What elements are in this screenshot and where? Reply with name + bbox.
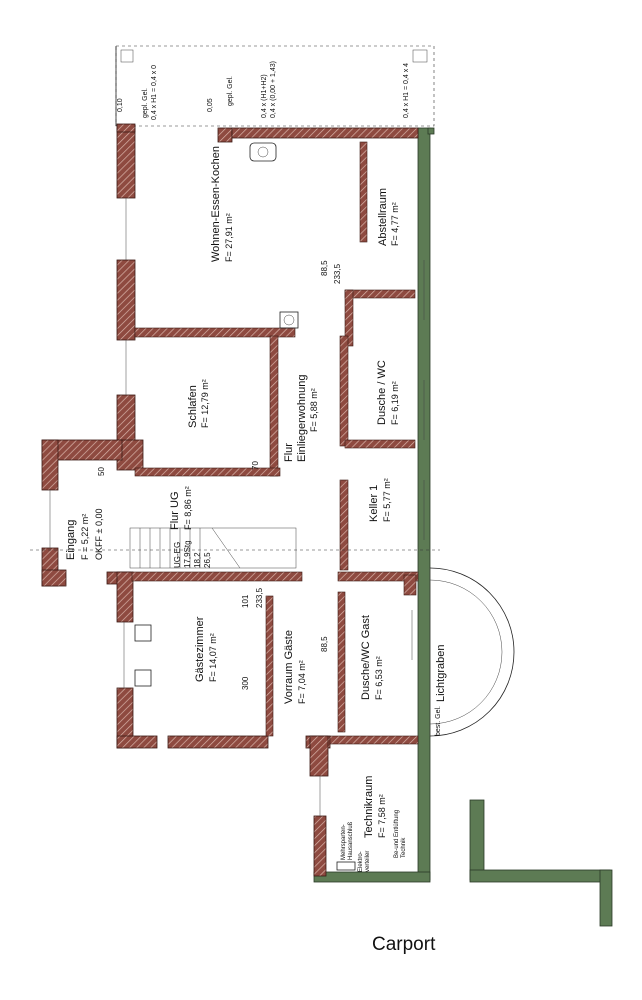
room-name-dusche-gast: Dusche/WC Gast <box>360 615 372 700</box>
room-name-abstellraum: Abstellraum <box>377 188 389 246</box>
top-note-3: 0,05 <box>207 98 214 112</box>
room-area-flur: F= 5,88 m² <box>309 388 319 432</box>
dim-7: 88,5 <box>320 636 329 652</box>
room-area-dusche-gast: F= 6,53 m² <box>374 656 384 700</box>
tech-note-1: Hausanschluß <box>348 821 354 860</box>
tech-note-3: verteiler <box>365 851 371 872</box>
fixtures <box>134 142 356 871</box>
room-area-keller: F= 5,77 m² <box>382 478 392 522</box>
room-name-schlafen: Schlafen <box>187 385 199 428</box>
dim-4: 101 <box>241 594 250 608</box>
room-name-flur-ug: Flur UG <box>169 492 181 531</box>
okff-label: OKFF ± 0,00 <box>94 509 104 560</box>
room-area-technik: F= 7,58 m² <box>377 794 387 838</box>
top-note-1: gepl. Gel. <box>142 88 149 118</box>
top-note-0: 0,10 <box>117 98 124 112</box>
tech-note-2: Elektro- <box>358 851 364 872</box>
room-name-wohnen: Wohnen-Essen-Kochen <box>210 146 222 262</box>
lichtgraben-label: Lichtgraben <box>435 645 447 703</box>
room-labels: Wohnen-Essen-Kochen F= 27,91 m² Abstellr… <box>65 61 447 872</box>
windows <box>49 198 425 816</box>
carport-walls <box>469 799 613 927</box>
dim-6: 233,5 <box>255 587 264 608</box>
room-name-dusche: Dusche / WC <box>376 360 388 425</box>
room-name-vorraum: Vorraum Gäste <box>283 630 295 704</box>
room-area-abstellraum: F= 4,77 m² <box>390 202 400 246</box>
exterior-walls-brick <box>41 123 419 877</box>
room-area-schlafen: F= 12,79 m² <box>200 379 210 428</box>
dim-2: 70 <box>251 461 260 470</box>
room-area-dusche: F= 6,19 m² <box>390 381 400 425</box>
top-note-5: 0,4 x (H1+H2) <box>261 74 268 118</box>
tech-note-4: Be-und Entlüftung <box>394 810 400 858</box>
room-name-flur: Flur <box>283 443 295 462</box>
room-name-technik: Technikraum <box>363 776 375 838</box>
room-area-gaeste: F= 14,07 m² <box>208 633 218 682</box>
dim-5: 300 <box>241 676 250 690</box>
carport-label: Carport <box>372 934 436 955</box>
dim-1: 233,5 <box>333 263 342 284</box>
stairs-label-0: UG-EG <box>173 542 182 568</box>
terrace-frame <box>115 45 435 127</box>
stairs <box>129 527 297 569</box>
room-name-eingang: Eingang <box>65 520 77 560</box>
best-gel-label: best. Gel. <box>435 706 442 736</box>
dim-3: 50 <box>97 467 106 476</box>
stairs-label-2: 18,2 <box>193 552 202 568</box>
dim-0: 88,5 <box>320 260 329 276</box>
room-name-keller: Keller 1 <box>368 485 380 522</box>
tech-note-5: Technik <box>401 837 407 858</box>
room-area-eingang: F = 5,22 m² <box>80 514 90 560</box>
top-note-2: 0,4 x H1 = 0,4 x 0 <box>151 65 158 120</box>
room-area-vorraum: F= 7,04 m² <box>297 660 307 704</box>
room-area-flur-ug: F= 8,86 m² <box>183 486 193 530</box>
stairs-label-1: 17,9Stg <box>183 540 192 568</box>
room-area-wohnen: F= 27,91 m² <box>224 213 234 262</box>
room-name-gaeste: Gästezimmer <box>194 616 206 682</box>
top-note-7: 0,4 x H1 = 0,4 x 4 <box>403 63 410 118</box>
tech-note-0: Mehrsparten- <box>341 824 347 860</box>
top-note-6: 0,4 x (0,00 + 1,43) <box>270 61 277 118</box>
room-name-einlieger: Einliegerwohnung <box>296 375 308 462</box>
stairs-label-3: 26,5 <box>203 552 212 568</box>
interior-walls <box>131 141 419 745</box>
top-note-4: gepl. Gel. <box>227 76 234 106</box>
